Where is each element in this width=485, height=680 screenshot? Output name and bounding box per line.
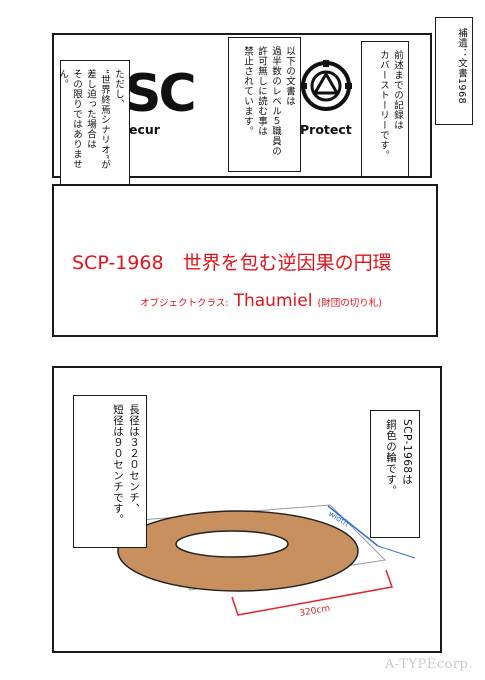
watermark: A-TYPEcorp.: [384, 657, 473, 672]
caption-cover-story: 前述までの記録は カバーストーリーです。: [361, 41, 409, 177]
scp-title: SCP-1968 世界を包む逆因果の円環: [72, 252, 392, 274]
length-dimension-label: 320cm: [299, 604, 331, 619]
caption-restriction: 以下の文書は 過半数のレベル５職員の 許可無しに読む事は 禁止されています。: [228, 37, 301, 172]
caption-dimensions: 長径は３２０センチ、 短径は９０センチです。: [73, 395, 147, 548]
object-class-line: オブジェクトクラス: Thaumiel (財団の切り札): [140, 291, 382, 311]
width-dimension-line: [327, 505, 379, 547]
caption-line: 補遺：文書1968: [456, 28, 467, 105]
caption-line: “世界終焉シナリオ”が: [99, 69, 110, 170]
caption-line: 許可無しに読む事は: [256, 46, 267, 136]
ring-hole: [175, 530, 289, 558]
object-class-label: オブジェクトクラス:: [140, 298, 229, 309]
caption-line: 前述までの記録は: [392, 50, 403, 130]
caption-exception: ただし、 “世界終焉シナリオ”が 差し迫った場合は その限りではありません。: [57, 60, 130, 196]
logo-tagline-right: Protect: [300, 122, 352, 137]
object-class-value: Thaumiel: [233, 291, 313, 311]
object-class-note: (財団の切り札): [317, 298, 382, 309]
caption-line: 短径は９０センチです。: [112, 404, 124, 525]
panel-title: [52, 184, 438, 337]
caption-copper-ring: SCP-1968は 銅色の輪です。: [370, 410, 420, 538]
caption-line: その限りではありません。: [57, 69, 82, 169]
caption-addendum: 補遺：文書1968: [435, 17, 473, 125]
caption-line: 長径は３２０センチ、: [128, 404, 140, 514]
scp-logo-text: SC: [124, 64, 197, 124]
caption-line: 以下の文書は: [284, 46, 295, 106]
caption-line: カバーストーリーです。: [378, 50, 389, 160]
caption-line: SCP-1968は: [401, 419, 413, 485]
caption-line: 禁止されています。: [242, 46, 253, 136]
length-dimension-line: [231, 569, 394, 616]
caption-line: 過半数のレベル５職員の: [270, 46, 281, 156]
caption-line: ただし、: [113, 69, 124, 109]
width-extension-line: [377, 545, 416, 559]
caption-line: 差し迫った場合は: [85, 69, 96, 149]
scp-emblem-icon: [300, 60, 352, 111]
caption-line: 銅色の輪です。: [385, 419, 397, 496]
